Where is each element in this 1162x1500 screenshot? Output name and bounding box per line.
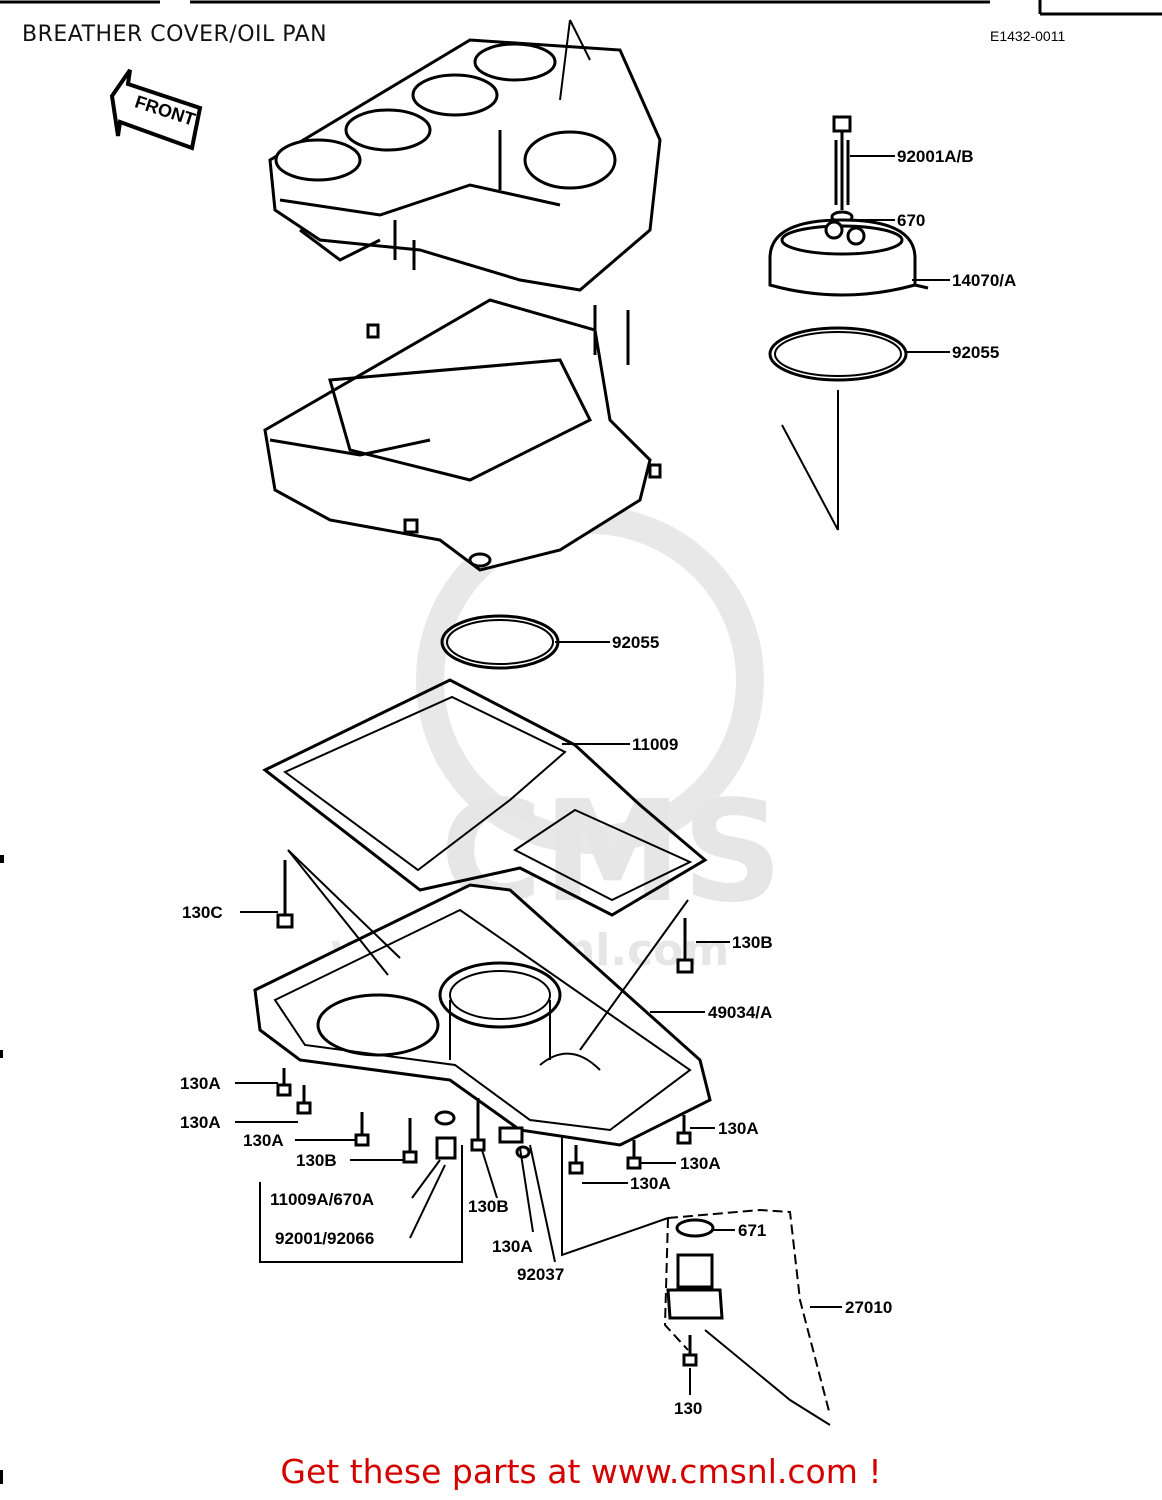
part-label-130b-center: 130B — [468, 1197, 509, 1216]
part-label-92055-lower: 92055 — [612, 633, 659, 652]
footer-link[interactable]: Get these parts at www.cmsnl.com ! — [280, 1452, 882, 1491]
assembly-lines — [287, 19, 689, 1051]
part-label-49034a: 49034/A — [708, 1003, 772, 1022]
part-label-14070a: 14070/A — [952, 271, 1016, 290]
part-labels: 92001A/B 670 14070/A 92055 92055 11009 1… — [180, 147, 1016, 1418]
part-label-92037: 92037 — [517, 1265, 564, 1284]
part-label-130c: 130C — [182, 903, 223, 922]
footer: Get these parts at www.cmsnl.com ! — [0, 1452, 1162, 1491]
part-label-130a-center: 130A — [492, 1237, 533, 1256]
part-label-671: 671 — [738, 1221, 766, 1240]
leader-lines — [235, 155, 950, 1395]
upper-crankcase — [268, 38, 662, 292]
part-label-130: 130 — [674, 1399, 702, 1418]
part-label-11009a-670a: 11009A/670A — [270, 1190, 374, 1209]
part-label-92001ab: 92001A/B — [897, 147, 974, 166]
part-label-130a-5: 130A — [680, 1154, 721, 1173]
part-label-27010: 27010 — [845, 1298, 892, 1317]
part-label-130a-2: 130A — [180, 1113, 221, 1132]
part-label-130b-right: 130B — [732, 933, 773, 952]
part-label-130a-1: 130A — [180, 1074, 221, 1093]
part-label-130b-left: 130B — [296, 1151, 337, 1170]
part-label-92001-92066: 92001/92066 — [275, 1229, 374, 1248]
bolts — [276, 860, 698, 1367]
front-arrow: FRONT — [109, 68, 203, 151]
callout-brackets — [259, 1135, 669, 1263]
part-label-92055-upper: 92055 — [952, 343, 999, 362]
part-label-670: 670 — [897, 211, 925, 230]
oil-pressure-switch — [663, 1208, 831, 1426]
top-border — [0, 0, 1162, 16]
lower-crankcase — [263, 298, 662, 572]
edge-marks — [0, 855, 4, 1484]
breather-cover-parts — [768, 115, 929, 531]
page-title: BREATHER COVER/OIL PAN — [22, 22, 328, 47]
part-label-130a-4: 130A — [718, 1119, 759, 1138]
part-label-130a-3: 130A — [243, 1131, 284, 1150]
part-label-130a-6: 130A — [630, 1174, 671, 1193]
part-label-11009: 11009 — [632, 735, 678, 754]
diagram-code: E1432-0011 — [990, 28, 1066, 44]
